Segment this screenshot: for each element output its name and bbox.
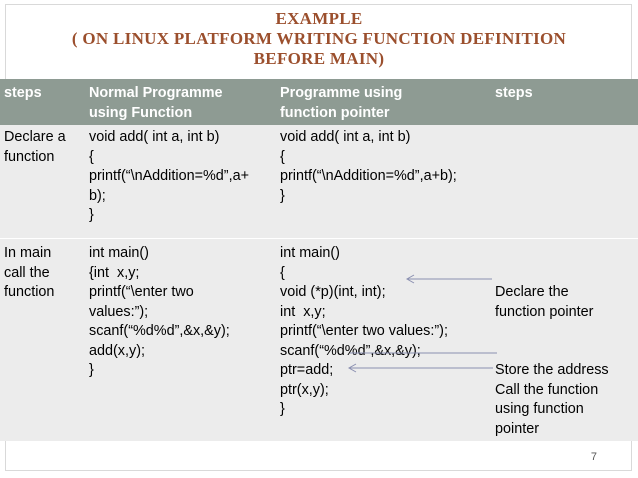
header-normal-programme: Normal Programme using Function (89, 85, 223, 121)
title-line-3: BEFORE MAIN) (253, 49, 385, 68)
header-steps-left: steps (4, 85, 42, 101)
comparison-table: steps Normal Programme using Function Pr… (0, 79, 638, 441)
row1-step: Declare a function (4, 129, 66, 165)
arrow-declare-pointer (405, 274, 492, 284)
arrow-store-address (347, 363, 493, 373)
row2-pointer-code: int main() { void (*p)(int, int); int x,… (280, 245, 448, 417)
row2-normal-code: int main() {int x,y; printf(“\enter two … (89, 245, 230, 378)
header-steps-right: steps (495, 85, 533, 101)
slide-title: EXAMPLE ( ON LINUX PLATFORM WRITING FUNC… (0, 9, 638, 69)
row2-note-declare: Declare the function pointer (495, 284, 594, 320)
row2-note-store: Store the address Call the function usin… (495, 362, 609, 437)
row2-step: In main call the function (4, 245, 55, 300)
table-header-row: steps Normal Programme using Function Pr… (0, 79, 638, 125)
row1-pointer-code: void add( int a, int b) { printf(“\nAddi… (280, 129, 457, 204)
row1-normal-code: void add( int a, int b) { printf(“\nAddi… (89, 129, 249, 223)
header-pointer-programme: Programme using function pointer (280, 85, 403, 121)
title-line-1: EXAMPLE (275, 9, 363, 28)
page-number: 7 (590, 451, 597, 463)
title-line-2: ( ON LINUX PLATFORM WRITING FUNCTION DEF… (71, 29, 567, 48)
row-divider (0, 238, 638, 239)
